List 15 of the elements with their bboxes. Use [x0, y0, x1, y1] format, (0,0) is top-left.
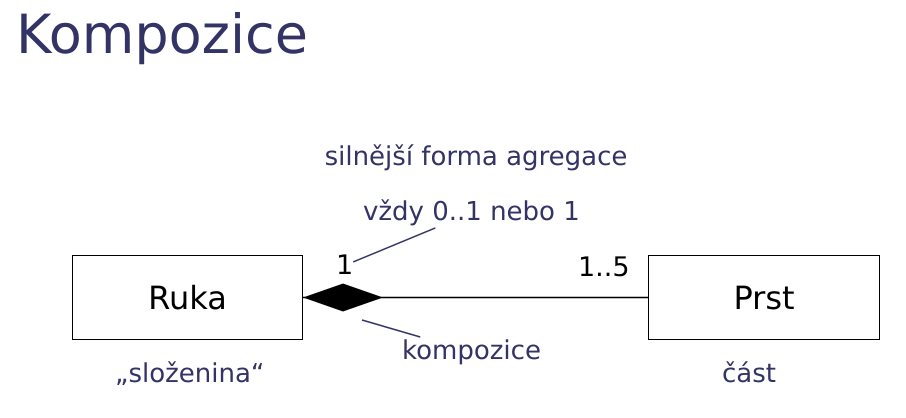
- note-label: silnější forma agregace: [324, 143, 628, 173]
- class-name: Prst: [733, 278, 795, 316]
- multiplicity-label: 1: [336, 250, 354, 282]
- leader-line: [352, 227, 436, 263]
- class-box: [72, 255, 303, 340]
- annotation-text: vždy 0..1 nebo 1: [363, 198, 580, 228]
- role-label: „složenina“: [115, 360, 264, 390]
- class-box: [648, 255, 880, 340]
- class-name: Ruka: [148, 278, 227, 316]
- composition-connector: [303, 284, 648, 312]
- role-label: část: [722, 360, 776, 390]
- annotation-text: kompozice: [402, 337, 541, 367]
- multiplicity-label: 1..5: [578, 252, 630, 284]
- leader-line: [362, 319, 420, 338]
- title: Kompozice: [16, 4, 308, 66]
